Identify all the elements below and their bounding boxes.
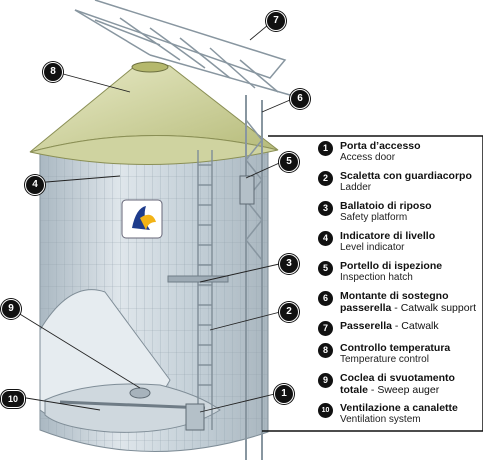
callout-10: 10 (1, 390, 25, 408)
access-door (185, 403, 205, 431)
legend-english-label: Level indicator (340, 242, 405, 253)
legend-item-inspection-hatch: 5 Portello di ispezione Inspection hatch (318, 260, 481, 290)
legend-english-inline: - Catwalk support (391, 302, 476, 314)
legend-english-inline: - Sweep auger (368, 384, 440, 396)
legend-italian-label: Controllo temperatura (340, 342, 451, 354)
legend-english-label: Access door (340, 152, 396, 163)
callout-8: 8 (43, 62, 63, 82)
legend-item-catwalk: 7 Passerella - Catwalk (318, 320, 481, 342)
legend-italian-label: Ballatoio di riposo (340, 200, 432, 212)
legend-italian-label-2: totale (340, 384, 369, 396)
legend-item-access-door: 1 Porta d’accesso Access door (318, 140, 481, 170)
legend-italian-label-2: passerella (340, 302, 392, 314)
callout-1: 1 (274, 384, 294, 404)
callout-3: 3 (279, 254, 299, 274)
callout-9: 9 (1, 299, 21, 319)
inspection-hatch (239, 175, 255, 205)
legend-english-inline: - Catwalk (391, 320, 439, 332)
safety-platform (167, 275, 229, 283)
legend-italian-label: Portello di ispezione (340, 260, 443, 272)
legend-item-temperature-control: 8 Controllo temperatura Temperature cont… (318, 342, 481, 372)
callout-5: 5 (279, 152, 299, 172)
legend-italian-label: Scaletta con guardiacorpo (340, 170, 472, 182)
legend-item-ladder: 2 Scaletta con guardiacorpo Ladder (318, 170, 481, 200)
silo-roof (29, 61, 279, 165)
callout-2: 2 (279, 302, 299, 322)
legend-number: 7 (318, 321, 333, 336)
legend-number: 8 (318, 343, 333, 358)
legend-italian-label: Passerella (340, 320, 392, 332)
cutaway-interior (39, 289, 221, 433)
ladder (197, 150, 213, 430)
legend-number: 5 (318, 261, 333, 276)
legend: 1 Porta d’accesso Access door 2 Scaletta… (318, 140, 481, 432)
legend-english-label: Inspection hatch (340, 272, 413, 283)
legend-item-safety-platform: 3 Ballatoio di riposo Safety platform (318, 200, 481, 230)
legend-item-catwalk-support: 6 Montante di sostegno passerella - Catw… (318, 290, 481, 320)
legend-english-label: Safety platform (340, 212, 408, 223)
legend-italian-label: Porta d’accesso (340, 140, 421, 152)
legend-english-label: Ladder (340, 182, 372, 193)
legend-english-label: Temperature control (340, 354, 429, 365)
legend-number: 3 (318, 201, 333, 216)
legend-item-sweep-auger: 9 Coclea di svuotamento totale - Sweep a… (318, 372, 481, 402)
legend-italian-label: Ventilazione a canalette (340, 402, 458, 414)
legend-english-label: Ventilation system (340, 414, 421, 425)
legend-frame (262, 135, 483, 432)
legend-item-level-indicator: 4 Indicatore di livello Level indicator (318, 230, 481, 260)
callout-7: 7 (266, 11, 286, 31)
legend-number: 1 (318, 141, 333, 156)
legend-italian-label: Indicatore di livello (340, 230, 436, 242)
legend-number: 4 (318, 231, 333, 246)
legend-number: 2 (318, 171, 333, 186)
legend-item-ventilation-system: 10 Ventilazione a canalette Ventilation … (318, 402, 481, 432)
callout-4: 4 (25, 175, 45, 195)
callout-6: 6 (290, 89, 310, 109)
brand-logo-icon (121, 199, 163, 239)
legend-number: 6 (318, 291, 333, 306)
legend-number: 9 (318, 373, 333, 388)
legend-italian-label: Coclea di svuotamento (340, 372, 455, 384)
legend-number: 10 (318, 403, 333, 418)
legend-italian-label: Montante di sostegno (340, 290, 449, 302)
